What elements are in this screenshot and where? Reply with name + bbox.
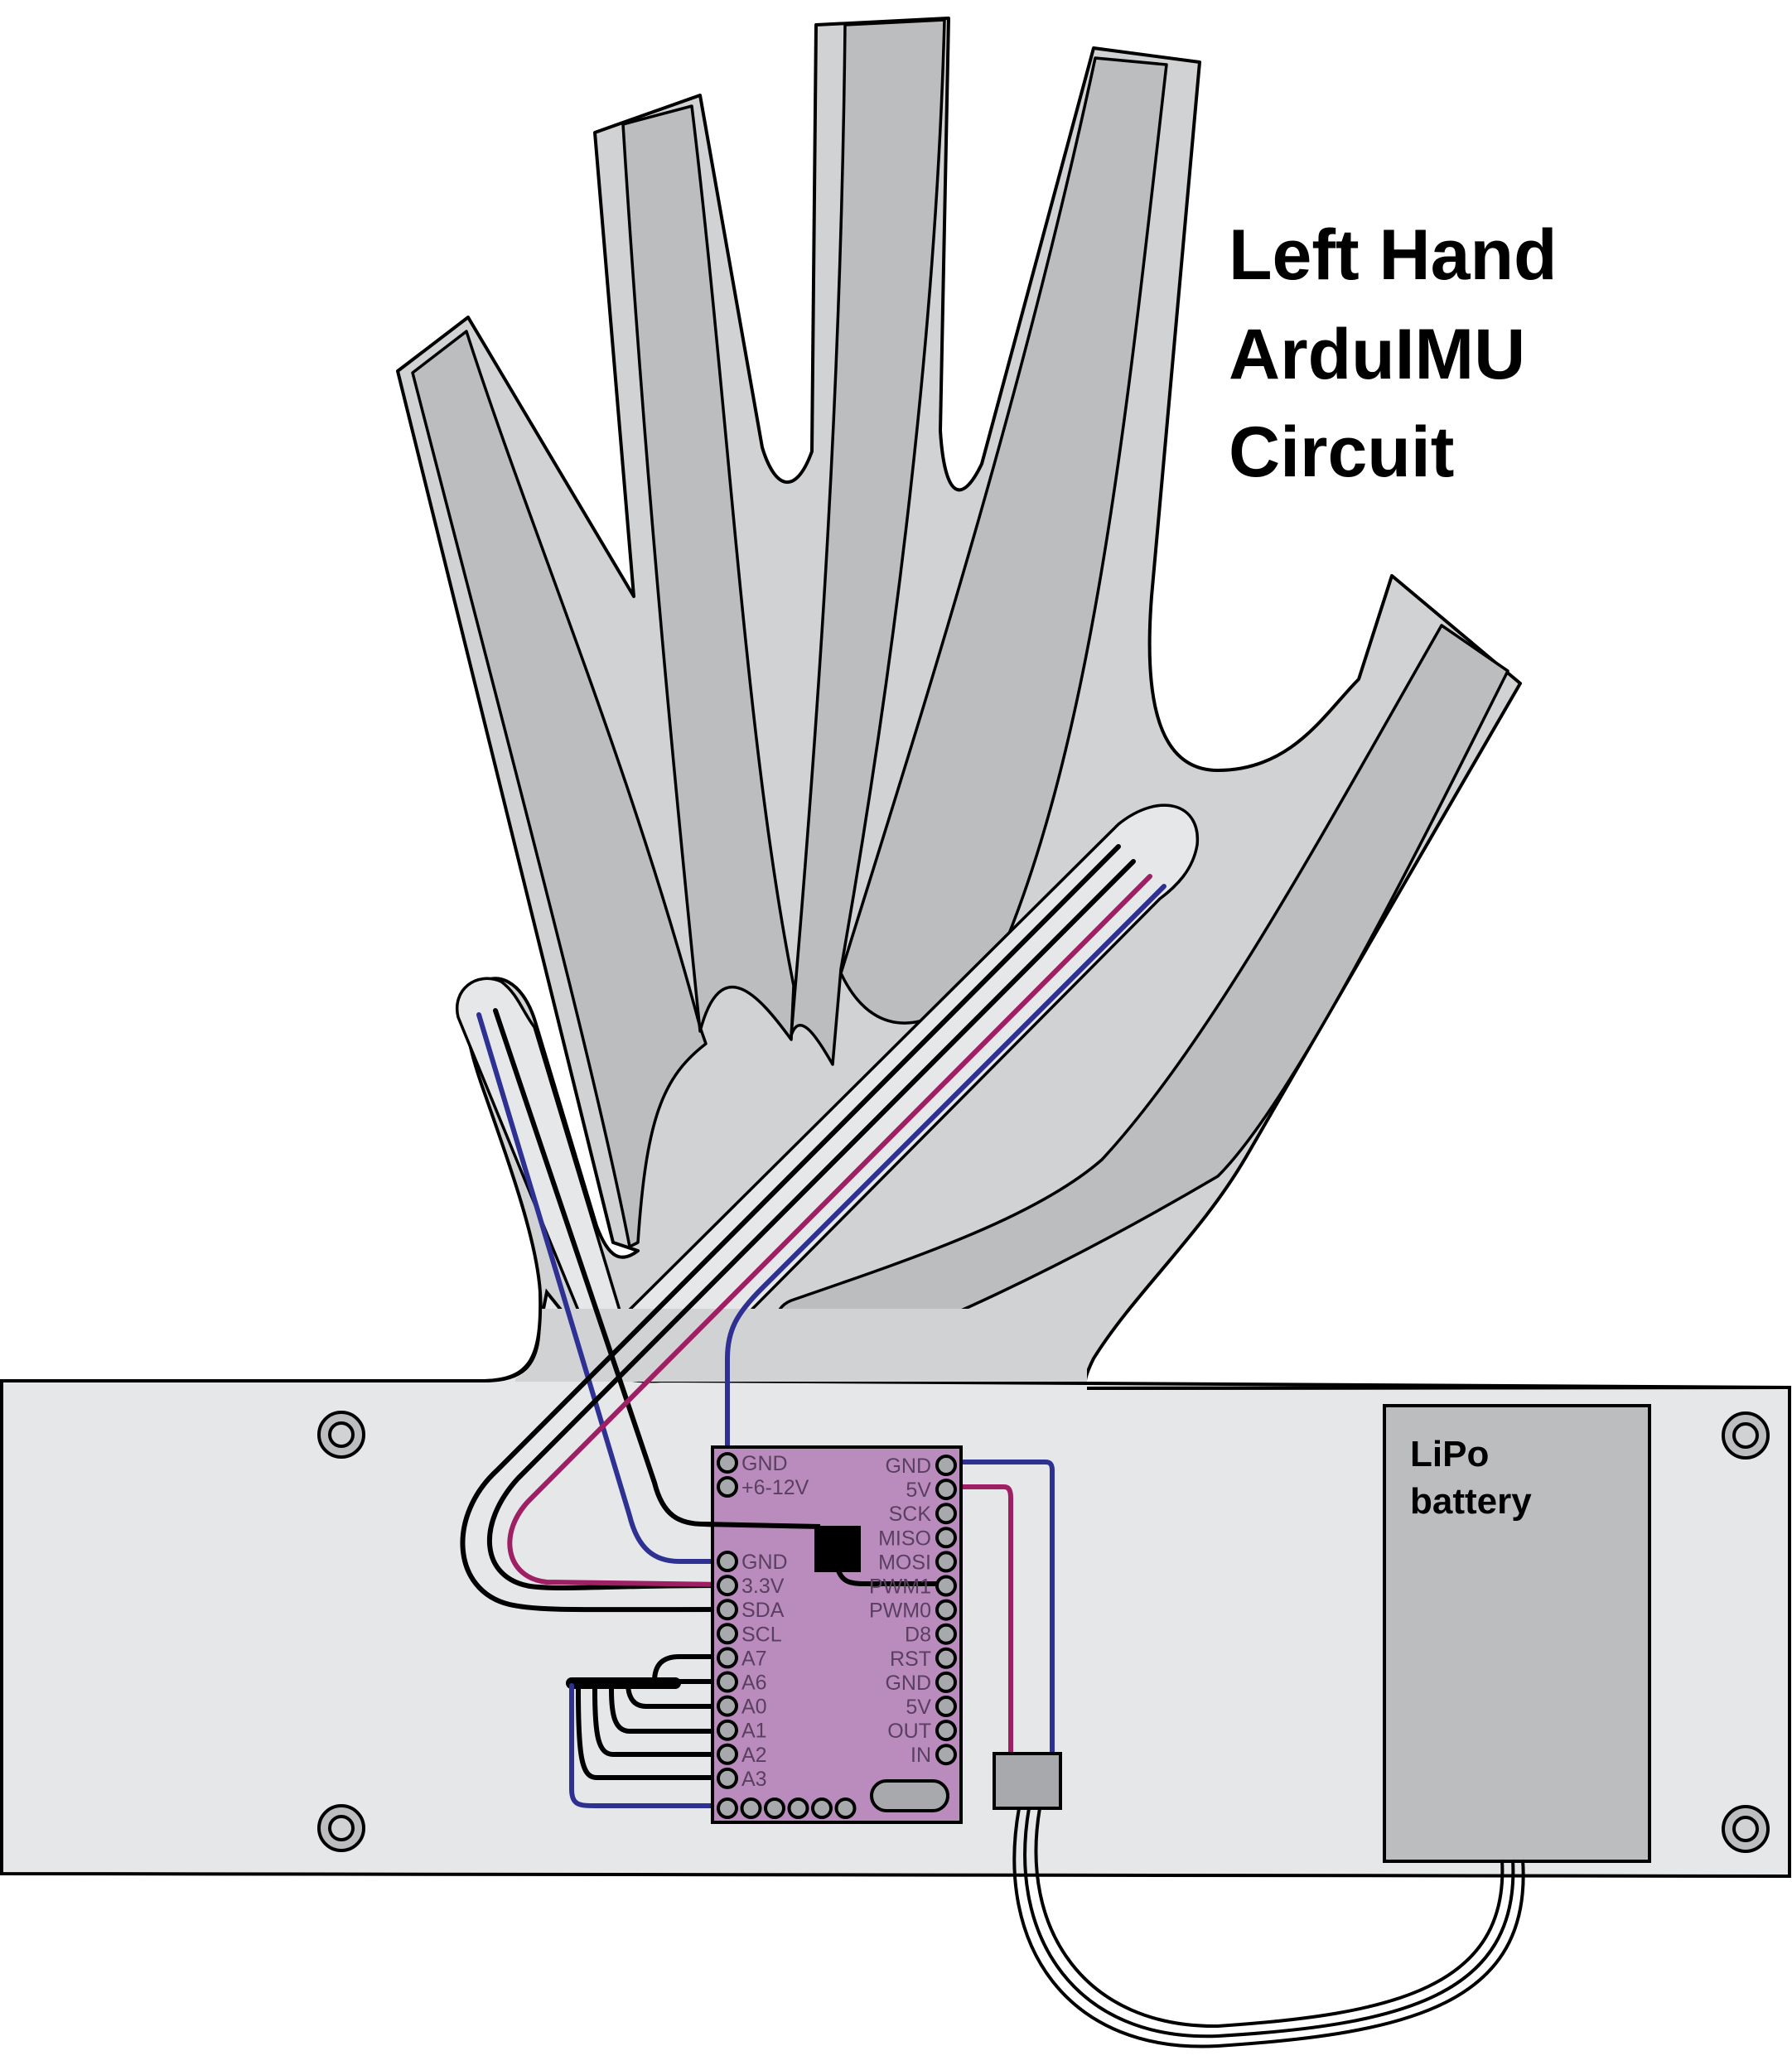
- pin-label-right-8: RST: [890, 1648, 931, 1671]
- wire-black-a1: [609, 1681, 727, 1734]
- pin-left-6: [717, 1695, 738, 1717]
- wire-blue-index: [725, 884, 1166, 1464]
- pins-top-left: GND+6-12V: [717, 1452, 809, 1499]
- pin-label-right-1: 5V: [906, 1479, 931, 1502]
- pin-right-6: [935, 1599, 957, 1621]
- base-plate-top-edge: [1086, 1386, 1790, 1390]
- pin-label-right-5: PWM1: [869, 1575, 931, 1599]
- mounting-screw-bottom-right: [1722, 1805, 1770, 1853]
- pin-label-left-8: A2: [741, 1744, 767, 1767]
- lipo-battery: LiPo battery: [1383, 1404, 1651, 1863]
- finger-strip-ring: [621, 104, 795, 1041]
- pin-right-7: [935, 1623, 957, 1645]
- pin-label-left-5: A6: [741, 1672, 767, 1695]
- pin-right-10: [935, 1696, 957, 1717]
- pin-left-5: [717, 1671, 738, 1693]
- pin-label-left-3: SCL: [741, 1623, 782, 1646]
- sensor-pocket-pinky: [455, 977, 640, 1377]
- glove-palm-base: [515, 1309, 1087, 1382]
- wire-black-a3: [576, 1681, 727, 1780]
- mounting-screw-top-left: [317, 1411, 365, 1459]
- pin-label-left-9: A3: [741, 1768, 767, 1791]
- pin-right-9: [935, 1671, 957, 1693]
- wire-black-index-1: [460, 844, 1121, 1613]
- battery-connector: [993, 1752, 1062, 1810]
- pin-left-2: [717, 1599, 738, 1621]
- title-line-2: ArduIMU: [1229, 315, 1525, 394]
- mounting-screw-bottom-left: [317, 1804, 365, 1852]
- battery-label-line1: LiPo: [1410, 1434, 1489, 1474]
- pin-left-8: [717, 1743, 738, 1765]
- title-line-3: Circuit: [1229, 413, 1454, 492]
- wire-black-a2: [592, 1681, 727, 1757]
- wire-blue-gnd-to-connector: [942, 1460, 1055, 1763]
- pin-top-left-0: [717, 1452, 738, 1474]
- mounting-screw-top-right: [1722, 1411, 1770, 1460]
- pin-label-left-1: 3.3V: [741, 1575, 785, 1598]
- battery-cable: [1012, 1807, 1525, 2048]
- pin-label-right-7: D8: [905, 1624, 931, 1647]
- pins-bottom: [717, 1797, 857, 1819]
- battery-label-line2: battery: [1410, 1481, 1532, 1522]
- pin-label-right-11: OUT: [887, 1720, 931, 1743]
- pin-right-3: [935, 1527, 957, 1549]
- board-body: [711, 1445, 963, 1824]
- pin-right-1: [935, 1479, 957, 1501]
- pin-label-right-3: MISO: [878, 1527, 931, 1550]
- pin-left-0: [717, 1551, 738, 1572]
- pin-label-left-0: GND: [741, 1551, 788, 1574]
- pin-right-0: [935, 1455, 957, 1476]
- pin-top-left-1: [717, 1476, 738, 1498]
- pin-right-12: [935, 1744, 957, 1766]
- pin-right-4: [935, 1551, 957, 1573]
- pin-label-left-4: A7: [741, 1647, 767, 1670]
- pin-left-9: [717, 1767, 738, 1789]
- title-line-1: Left Hand: [1229, 215, 1558, 295]
- pin-bottom-0: [717, 1797, 738, 1819]
- wire-black-index-2: [486, 859, 1136, 1590]
- pin-label-top-left-1: +6-12V: [741, 1476, 809, 1499]
- wire-black-chip-to-pwm1: [834, 1565, 944, 1586]
- battery-body: [1383, 1404, 1651, 1863]
- pin-bottom-1: [740, 1797, 762, 1819]
- pin-label-right-9: GND: [885, 1672, 931, 1695]
- pin-label-top-left-0: GND: [741, 1452, 788, 1475]
- pin-label-right-10: 5V: [906, 1696, 931, 1719]
- pin-left-3: [717, 1623, 738, 1645]
- pin-left-4: [717, 1647, 738, 1669]
- pin-label-left-2: SDA: [741, 1599, 785, 1622]
- wire-black-pinky-to-chip: [703, 1522, 821, 1529]
- diagram-title: Left Hand ArduIMU Circuit: [1229, 215, 1558, 492]
- pin-right-8: [935, 1647, 957, 1669]
- board-oval-component: [870, 1779, 949, 1812]
- pin-label-left-6: A0: [741, 1696, 767, 1719]
- pin-bottom-2: [764, 1797, 785, 1819]
- pin-left-7: [717, 1719, 738, 1741]
- pin-right-11: [935, 1720, 957, 1742]
- pin-left-1: [717, 1575, 738, 1597]
- finger-strip-middle: [790, 18, 946, 1066]
- finger-strip-pinky: [411, 330, 708, 1248]
- pin-bottom-3: [787, 1797, 809, 1819]
- pin-bottom-4: [811, 1797, 833, 1819]
- wire-magenta-5v-to-connector: [942, 1484, 1013, 1763]
- imu-chip: [814, 1526, 861, 1572]
- pin-right-5: [935, 1575, 957, 1597]
- pin-label-right-2: SCK: [889, 1503, 932, 1526]
- pin-label-right-6: PWM0: [869, 1600, 931, 1623]
- pin-label-right-0: GND: [885, 1455, 931, 1478]
- pin-label-right-4: MOSI: [878, 1551, 931, 1574]
- pin-right-2: [935, 1503, 957, 1525]
- pin-bottom-5: [834, 1797, 857, 1819]
- pin-label-right-12: IN: [910, 1744, 931, 1767]
- wire-blue-pinky: [476, 1012, 727, 1564]
- wire-magenta-index: [507, 874, 1152, 1587]
- pin-label-left-7: A1: [741, 1720, 767, 1743]
